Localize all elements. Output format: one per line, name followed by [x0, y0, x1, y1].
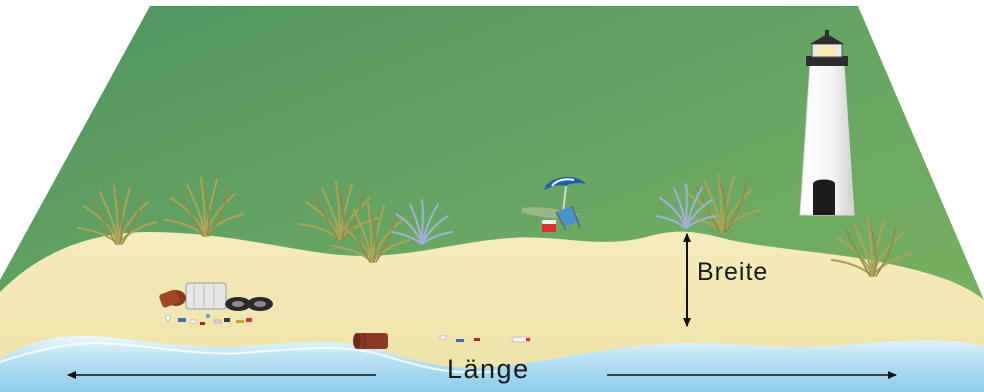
- lighthouse-icon: [800, 30, 854, 215]
- trash-icon: [186, 283, 226, 309]
- length-label: Länge: [447, 354, 530, 385]
- barrel-icon: [353, 333, 388, 349]
- cooler-icon: [542, 220, 556, 232]
- width-label: Breite: [697, 258, 768, 287]
